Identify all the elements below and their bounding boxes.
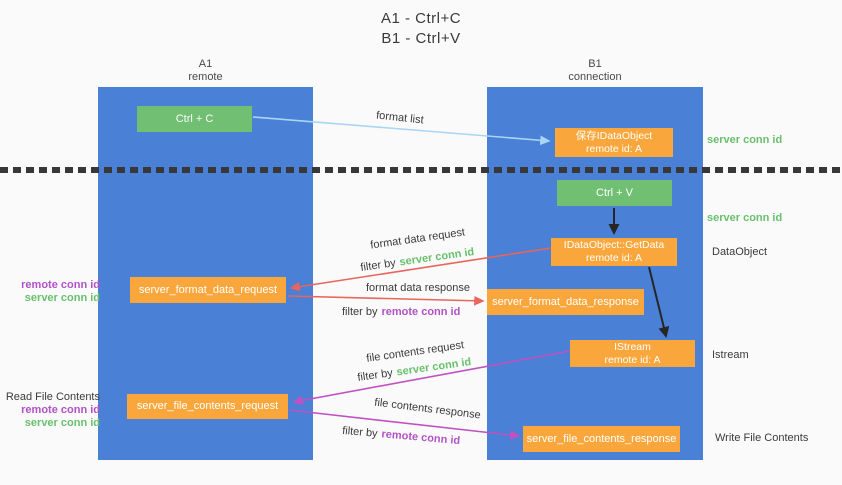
filter-server-conn-id-text: server conn id — [398, 246, 475, 269]
node-getdata-line1: IDataObject::GetData — [563, 239, 665, 251]
column-header-b1: B1 connection — [487, 58, 703, 84]
column-b1-name: B1 — [588, 58, 602, 70]
label-format-data-request: format data request — [369, 226, 466, 252]
column-a1-name: A1 — [198, 58, 213, 70]
diagram-title-line2: B1 - Ctrl+V — [381, 30, 461, 47]
label-server-conn-id-2: server conn id — [24, 417, 100, 429]
filter-remote-conn-id-text: remote conn id — [381, 428, 461, 448]
node-server-file-contents-response: server_file_contents_response — [523, 426, 680, 452]
arrow-format-data-response — [287, 295, 485, 306]
label-dataobject: DataObject — [712, 246, 768, 258]
node-format-request-label: server_format_data_request — [138, 283, 278, 296]
label-remote-conn-id-1: remote conn id — [21, 279, 100, 291]
filter-server-conn-id-text: server conn id — [395, 356, 472, 379]
column-a1-subtitle: remote — [188, 71, 223, 83]
phase-divider-dotted-line — [0, 167, 842, 173]
filter-by-text: filter by — [341, 424, 379, 440]
filter-remote-conn-id-text: remote conn id — [381, 306, 461, 318]
label-read-file-contents: Read File Contents — [5, 391, 100, 403]
label-group-format-conn-ids: remote conn id server conn id — [10, 279, 100, 305]
node-save-idataobject: 保存IDataObject remote id: A — [555, 128, 673, 157]
node-file-request-label: server_file_contents_request — [136, 400, 279, 412]
node-istream-line1: IStream — [614, 340, 651, 353]
node-idataobject-getdata: IDataObject::GetData remote id: A — [551, 238, 677, 266]
label-server-conn-id-ctrlv: server conn id — [707, 212, 783, 224]
node-file-response-label: server_file_contents_response — [526, 432, 677, 445]
node-ctrl-v-label: Ctrl + V — [596, 186, 633, 199]
node-save-idataobject-line1: 保存IDataObject — [575, 129, 653, 142]
node-istream: IStream remote id: A — [570, 340, 695, 367]
node-save-idataobject-line2: remote id: A — [585, 142, 643, 155]
node-server-format-data-request: server_format_data_request — [130, 277, 286, 303]
node-ctrl-c-label: Ctrl + C — [175, 112, 214, 125]
label-group-file-conn-ids: remote conn id server conn id — [10, 404, 100, 430]
label-format-data-response: format data response — [366, 282, 470, 294]
label-file-contents-response: file contents response — [373, 396, 482, 422]
label-remote-conn-id-2: remote conn id — [21, 404, 100, 416]
node-istream-line2: remote id: A — [604, 353, 661, 366]
diagram-title-line1: A1 - Ctrl+C — [380, 10, 462, 27]
node-format-response-label: server_format_data_response — [492, 295, 639, 308]
label-format-list: format list — [375, 109, 425, 127]
label-server-conn-id-top: server conn id — [707, 134, 783, 146]
node-server-file-contents-request: server_file_contents_request — [127, 394, 288, 419]
label-server-conn-id-1: server conn id — [24, 292, 100, 304]
node-getdata-line2: remote id: A — [585, 252, 643, 264]
filter-by-text: filter by — [342, 306, 378, 318]
node-ctrl-c: Ctrl + C — [137, 106, 252, 132]
node-ctrl-v: Ctrl + V — [557, 180, 672, 206]
filter-by-text: filter by — [356, 367, 394, 384]
column-header-a1: A1 remote — [98, 58, 313, 84]
filter-by-text: filter by — [359, 257, 397, 274]
label-write-file-contents: Write File Contents — [715, 432, 809, 444]
label-istream: Istream — [712, 349, 749, 361]
column-b1-subtitle: connection — [568, 71, 622, 83]
node-server-format-data-response: server_format_data_response — [487, 289, 644, 315]
